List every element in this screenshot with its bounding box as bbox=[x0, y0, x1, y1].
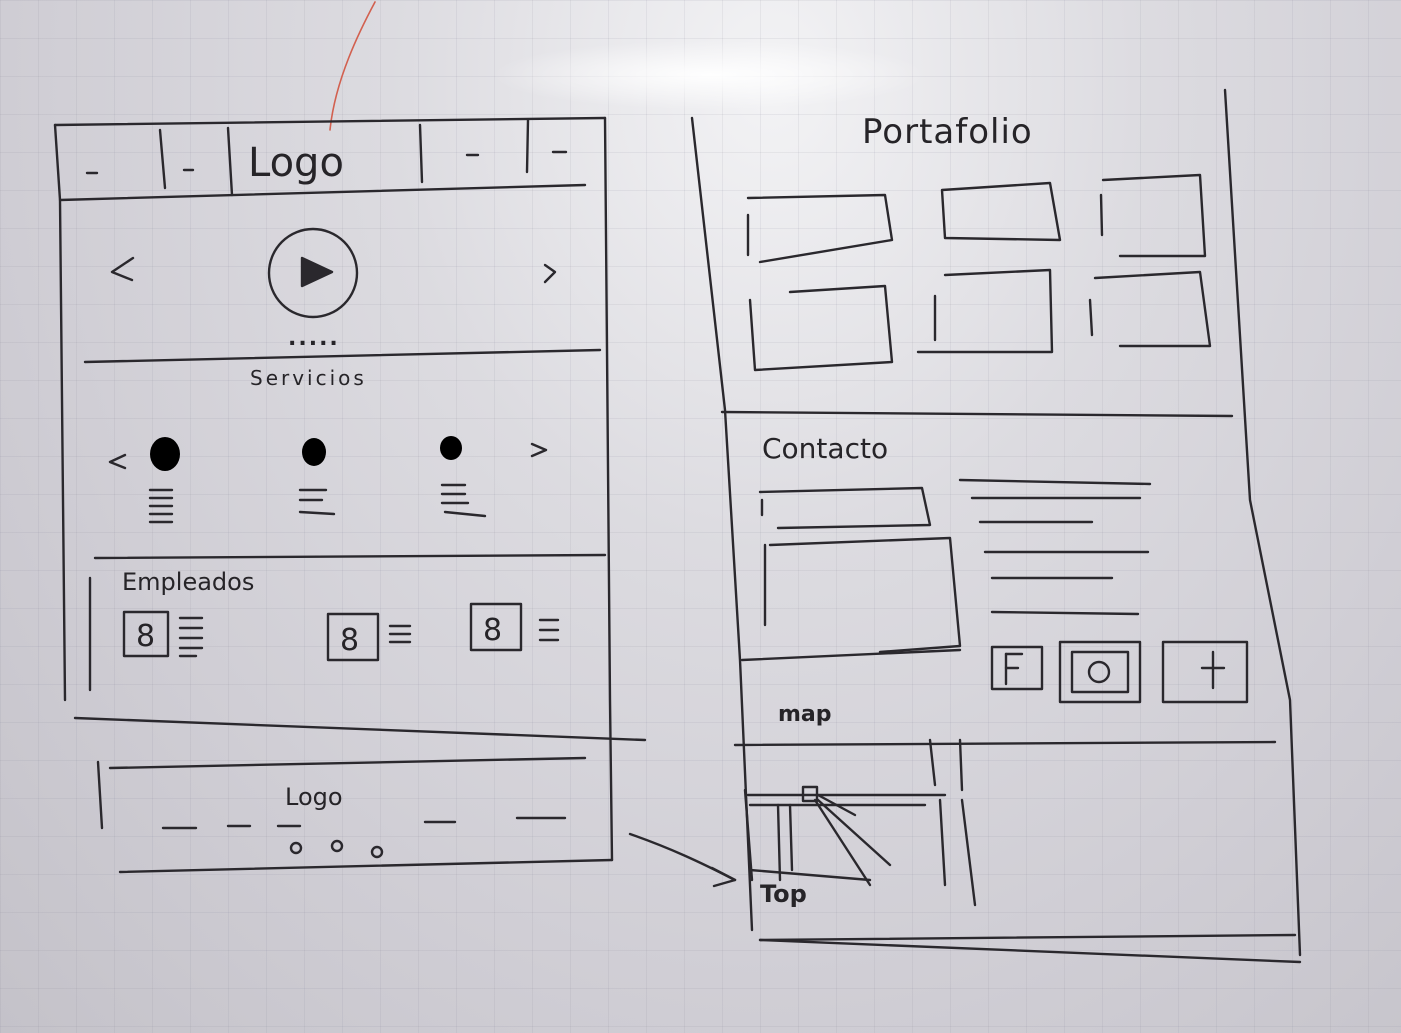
light-glare bbox=[490, 40, 930, 110]
nav-sep-1 bbox=[158, 128, 167, 190]
services-prev-arrow bbox=[108, 453, 127, 470]
map-bottom-line bbox=[758, 933, 1297, 942]
service-text-1 bbox=[148, 488, 174, 524]
map-top-divider bbox=[733, 740, 1277, 747]
svg-text:8: 8 bbox=[136, 619, 155, 654]
slider-divider bbox=[83, 348, 602, 364]
connector-arrowhead bbox=[710, 866, 737, 888]
service-text-2 bbox=[298, 488, 336, 516]
slider-dots: ..... bbox=[288, 326, 340, 351]
nav-sep-3 bbox=[418, 123, 424, 184]
footer-social-circles bbox=[289, 839, 384, 859]
red-marker-line bbox=[329, 1, 376, 131]
portfolio-divider bbox=[720, 410, 1234, 418]
map-title: map bbox=[778, 702, 832, 727]
portfolio-item-1 bbox=[746, 193, 894, 264]
instagram-box bbox=[1058, 640, 1142, 704]
play-icon bbox=[300, 256, 334, 288]
slider-prev-arrow bbox=[110, 256, 135, 282]
employee-card-2: 8 bbox=[326, 612, 412, 662]
services-title: Servicios bbox=[250, 366, 367, 390]
contact-info-lines bbox=[958, 478, 1152, 616]
video-play-circle bbox=[267, 227, 359, 319]
facebook-box bbox=[990, 645, 1044, 691]
footer-bottom-line bbox=[118, 858, 614, 874]
svg-text:8: 8 bbox=[340, 623, 359, 658]
portfolio-item-3 bbox=[1099, 173, 1207, 258]
service-icon-2 bbox=[302, 438, 326, 466]
right-frame-right bbox=[1223, 88, 1302, 957]
services-divider bbox=[93, 553, 607, 560]
service-text-3 bbox=[440, 483, 487, 518]
portfolio-item-2 bbox=[940, 181, 1062, 242]
employee-card-1: 8 bbox=[122, 610, 204, 658]
twitter-box bbox=[1161, 640, 1249, 704]
top-label: Top bbox=[760, 880, 807, 908]
left-frame-right bbox=[603, 116, 614, 862]
contact-form-bottom bbox=[740, 648, 962, 662]
service-icon-3 bbox=[440, 436, 462, 460]
contact-message-field bbox=[763, 536, 962, 654]
footer-logo: Logo bbox=[285, 783, 343, 811]
footer-left-edge bbox=[96, 760, 104, 830]
map-sketch bbox=[743, 738, 977, 907]
service-icon-1 bbox=[150, 437, 180, 471]
map-pin-icon bbox=[801, 785, 819, 803]
svg-text:8: 8 bbox=[483, 613, 502, 648]
nav-sep-2 bbox=[226, 126, 234, 197]
footer-top-line bbox=[108, 756, 587, 770]
employee-card-3: 8 bbox=[469, 602, 560, 652]
contact-title: Contacto bbox=[762, 432, 889, 465]
right-frame-left bbox=[690, 116, 754, 932]
portfolio-item-6 bbox=[1088, 270, 1212, 348]
employees-title: Empleados bbox=[122, 568, 255, 596]
portfolio-title: Portafolio bbox=[862, 112, 1033, 152]
nav-sep-4 bbox=[525, 118, 530, 174]
contact-input-field bbox=[758, 486, 932, 530]
header-divider bbox=[58, 183, 587, 202]
header-logo: Logo bbox=[248, 140, 344, 186]
left-frame-top bbox=[53, 116, 607, 127]
portfolio-item-5 bbox=[916, 268, 1054, 354]
portfolio-item-4 bbox=[748, 284, 894, 372]
footer-nav-dashes bbox=[161, 816, 567, 830]
services-next-arrow bbox=[530, 442, 548, 458]
right-frame-bottom bbox=[758, 938, 1302, 964]
slider-next-arrow bbox=[543, 263, 557, 284]
employees-divider bbox=[73, 716, 647, 742]
